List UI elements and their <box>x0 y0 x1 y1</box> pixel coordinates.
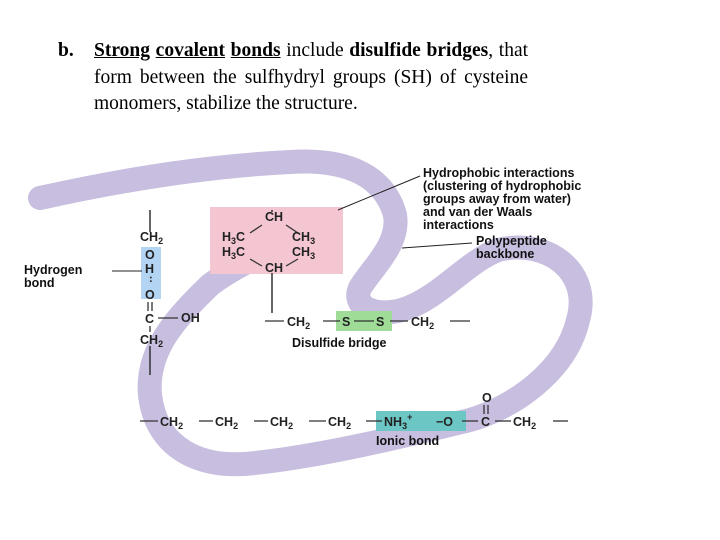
hydrophobic-label: Hydrophobic interactions (clustering of … <box>423 166 585 232</box>
chem-ch-top: CH <box>265 210 283 224</box>
chem-ch2-row-3: CH2 <box>270 415 293 431</box>
chem-ch2-ss-right: CH2 <box>411 315 434 331</box>
chem-s-right: S <box>376 315 384 329</box>
chem-hbond-dots: ·· <box>144 276 156 283</box>
chem-o-carbonyl: O <box>145 288 155 302</box>
chem-ch2-row-2: CH2 <box>215 415 238 431</box>
term-disulfide-bridges: disulfide bridges <box>349 40 489 61</box>
hydrophobic-cluster-box <box>210 207 343 274</box>
chem-oh: OH <box>181 311 200 325</box>
disulfide-bridge-label: Disulfide bridge <box>292 336 387 350</box>
chem-ch2-ss-left: CH2 <box>287 315 310 331</box>
backbone-leader-line <box>401 242 473 249</box>
hbond-highlight <box>141 247 161 299</box>
description-text: b. Strong covalent bonds include disulfi… <box>58 38 528 118</box>
chem-h3c-lower: H3C <box>222 245 245 261</box>
chem-s-left: S <box>342 315 350 329</box>
backbone-label: Polypeptide backbone <box>476 234 550 261</box>
ionic-bond-label: Ionic bond <box>376 434 439 448</box>
description-paragraph: Strong covalent bonds include disulfide … <box>94 38 528 118</box>
chem-ch2-row-1: CH2 <box>160 415 183 431</box>
chem-c-carboxyl: C <box>145 312 154 326</box>
chem-o-hbond: O <box>145 248 155 262</box>
word-include: include <box>286 40 344 61</box>
chem-c-ionic: C <box>481 415 490 429</box>
term-covalent: covalent <box>155 40 225 61</box>
chem-ch2-hbond: CH2 <box>140 230 163 246</box>
chem-o-ionic: O <box>482 391 492 405</box>
chem-ch2-row-5: CH2 <box>513 415 536 431</box>
term-bonds: bonds <box>230 40 281 61</box>
list-marker: b. <box>58 40 74 61</box>
chem-h3c-upper: H3C <box>222 230 245 246</box>
chem-ch3-upper: CH3 <box>292 230 315 246</box>
hydrophobic-leader-line <box>337 175 421 211</box>
chem-h-hbond: H <box>145 262 154 276</box>
description-rest: , that form between the sulfhydryl group… <box>94 40 529 114</box>
term-strong: Strong <box>94 40 150 61</box>
ionic-highlight <box>376 411 466 431</box>
chem-ch3-lower: CH3 <box>292 245 315 261</box>
chem-o-minus: −O <box>436 415 453 429</box>
chem-nh3-plus: NH3+ <box>384 412 412 431</box>
chem-ch-bottom: CH <box>265 261 283 275</box>
chem-ch2-below: CH2 <box>140 333 163 349</box>
hydrogen-bond-label: Hydrogen bond <box>24 263 86 290</box>
chem-ch2-row-4: CH2 <box>328 415 351 431</box>
polypeptide-backbone <box>28 149 593 477</box>
